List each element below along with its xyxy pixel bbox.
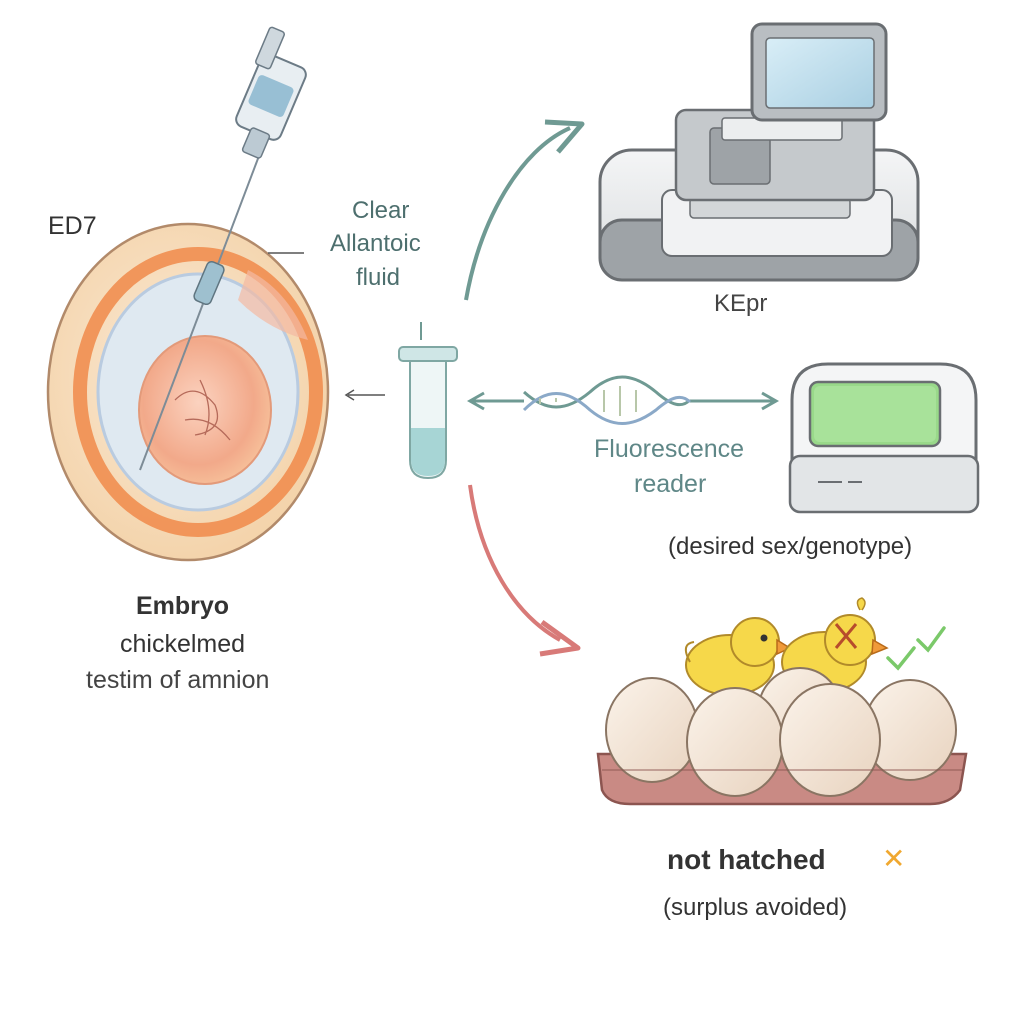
surplus-label: (surplus avoided) <box>663 894 848 921</box>
test-tube-icon <box>398 322 458 480</box>
arrow-to-chicks <box>468 484 561 642</box>
reader-label-line2: reader <box>634 470 707 498</box>
dna-helix-icon <box>522 375 692 425</box>
egg-tray-icon <box>596 667 968 806</box>
desired-label: (desired sex/genotype) <box>668 533 913 560</box>
arrow-head-chicks <box>539 619 581 657</box>
fluorescence-reader-icon <box>788 362 980 514</box>
reader-label-line1: Fluorescence <box>594 435 745 463</box>
stage-label: ED7 <box>48 212 97 240</box>
syringe-icon <box>139 26 307 471</box>
arrow-head-sequencer <box>544 119 585 154</box>
check-icon <box>886 626 946 671</box>
not-hatched-label: not hatched <box>667 844 826 875</box>
embryo-label-line2: chickelmed <box>120 630 246 658</box>
fluid-label-line2: Allantoic <box>330 230 421 257</box>
embryo-label-line3: testim of amnion <box>86 666 270 694</box>
arrow-to-sequencer <box>464 126 571 301</box>
chick-icon <box>684 617 792 696</box>
embryo-label-line1: Embryo <box>136 592 230 620</box>
fluid-label-line3: fluid <box>356 264 401 291</box>
tube-to-egg-arrow <box>344 389 385 401</box>
cross-icon: ✕ <box>882 843 906 874</box>
egg-cross-section <box>46 222 330 562</box>
pcr-machine-icon <box>598 22 920 282</box>
machine-label: KEpr <box>714 290 768 317</box>
fluid-label-line1: Clear <box>352 197 410 224</box>
dna-double-arrow <box>466 391 780 411</box>
